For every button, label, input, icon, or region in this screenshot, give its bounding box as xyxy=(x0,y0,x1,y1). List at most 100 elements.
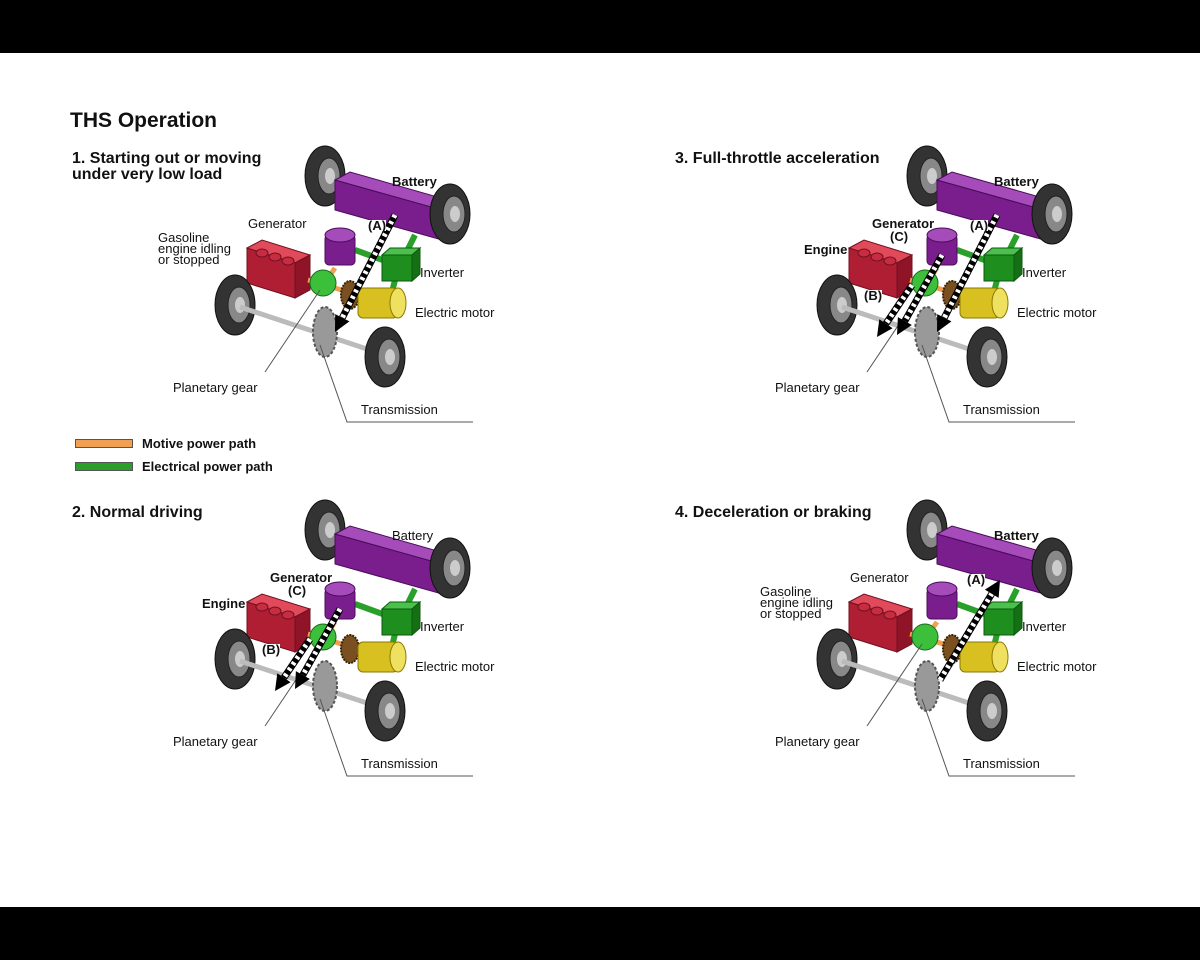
power-flow-arrow xyxy=(877,283,915,337)
inverter-icon xyxy=(982,600,1024,637)
battery-label: Battery xyxy=(392,174,437,189)
inverter-icon xyxy=(982,246,1024,283)
electric-motor-label: Electric motor xyxy=(415,659,495,674)
transmission-leader-line xyxy=(319,698,473,777)
electric-motor-label: Electric motor xyxy=(1017,305,1097,320)
generator-tag: (C) xyxy=(288,583,307,598)
drivetrain-illustration xyxy=(816,145,1075,423)
panel-title: 3. Full-throttle acceleration xyxy=(675,150,880,167)
transmission-leader-line xyxy=(319,344,473,423)
planetary-gear-label: Planetary gear xyxy=(173,734,258,749)
power-flow-arrow xyxy=(937,213,1001,332)
engine-label: or stopped xyxy=(760,606,822,621)
engine-label: engine idling xyxy=(158,241,232,256)
transmission-label: Transmission xyxy=(963,402,1040,417)
battery-label: Battery xyxy=(392,528,434,543)
legend-label: Electrical power path xyxy=(142,459,273,474)
inverter-icon xyxy=(380,600,422,637)
arrow-tag: (A) xyxy=(368,218,387,233)
engine-icon xyxy=(847,593,914,653)
page-title: THS Operation xyxy=(70,109,218,132)
electric-motor-icon xyxy=(357,287,407,319)
arrow-tag: (B) xyxy=(864,288,883,303)
transmission-gear-icon xyxy=(914,306,940,358)
inverter-label: Inverter xyxy=(1022,265,1067,280)
wheel xyxy=(214,628,256,690)
battery-label: Battery xyxy=(994,528,1039,543)
electric-motor-label: Electric motor xyxy=(415,305,495,320)
generator-icon xyxy=(926,227,958,266)
planetary-leader-line xyxy=(264,289,321,373)
planetary-gear-label: Planetary gear xyxy=(775,734,860,749)
engine-label: Engine xyxy=(202,596,246,611)
power-flow-arrow xyxy=(897,253,946,335)
bottom-letterbox xyxy=(0,907,1200,960)
electric-motor-label: Electric motor xyxy=(1017,659,1097,674)
arrow-tag: (A) xyxy=(970,218,989,233)
arrow-tag: (B) xyxy=(262,642,281,657)
drivetrain-illustration xyxy=(816,499,1075,777)
engine-label: Gasoline xyxy=(158,230,210,245)
transmission-leader-line xyxy=(921,344,1075,423)
electrical-swatch xyxy=(75,462,133,471)
engine-label: engine idling xyxy=(760,595,834,610)
wheel xyxy=(966,326,1008,388)
drivetrain-illustration xyxy=(214,145,473,423)
wheel xyxy=(816,628,858,690)
electric-motor-icon xyxy=(357,641,407,673)
engine-label: Engine xyxy=(804,242,848,257)
inverter-icon xyxy=(380,246,422,283)
panel-title: 1. Starting out or moving xyxy=(72,150,262,167)
planetary-gear-label: Planetary gear xyxy=(173,380,258,395)
power-flow-arrow xyxy=(295,607,344,689)
battery-label: Battery xyxy=(994,174,1039,189)
planetary-gear-label: Planetary gear xyxy=(775,380,860,395)
wheel xyxy=(1031,183,1073,245)
engine-label: or stopped xyxy=(158,252,220,267)
inverter-label: Inverter xyxy=(420,265,465,280)
transmission-gear-icon xyxy=(914,660,940,712)
wheel xyxy=(429,537,471,599)
wheel xyxy=(966,680,1008,742)
transmission-label: Transmission xyxy=(361,756,438,771)
generator-label: Generator xyxy=(872,216,935,231)
transmission-label: Transmission xyxy=(963,756,1040,771)
top-letterbox xyxy=(0,0,1200,53)
generator-tag: (C) xyxy=(890,229,909,244)
transmission-gear-icon xyxy=(312,306,338,358)
generator-icon xyxy=(926,581,958,620)
wheel xyxy=(364,326,406,388)
generator-icon xyxy=(324,227,356,266)
planetary-leader-line xyxy=(866,643,923,727)
planetary-gear-icon xyxy=(309,269,337,297)
power-flow-arrow xyxy=(335,213,399,332)
generator-label: Generator xyxy=(850,570,909,585)
inverter-label: Inverter xyxy=(1022,619,1067,634)
panel-title: under very low load xyxy=(72,166,223,183)
power-flow-arrow xyxy=(275,637,313,691)
electric-motor-icon xyxy=(959,287,1009,319)
panel-title: 2. Normal driving xyxy=(72,504,203,521)
generator-label: Generator xyxy=(248,216,307,231)
wheel xyxy=(816,274,858,336)
engine-icon xyxy=(245,593,312,653)
wheel xyxy=(364,680,406,742)
engine-icon xyxy=(245,239,312,299)
electric-motor-icon xyxy=(959,641,1009,673)
drivetrain-illustration xyxy=(214,499,473,777)
arrow-tag: (A) xyxy=(967,572,986,587)
wheel xyxy=(429,183,471,245)
engine-label: Gasoline xyxy=(760,584,812,599)
planetary-gear-icon xyxy=(911,623,939,651)
transmission-gear-icon xyxy=(312,660,338,712)
reduction-gear-icon xyxy=(340,634,360,664)
power-flow-arrow xyxy=(936,580,1000,682)
wheel xyxy=(1031,537,1073,599)
panel-title: 4. Deceleration or braking xyxy=(675,504,872,521)
wheel xyxy=(214,274,256,336)
transmission-label: Transmission xyxy=(361,402,438,417)
